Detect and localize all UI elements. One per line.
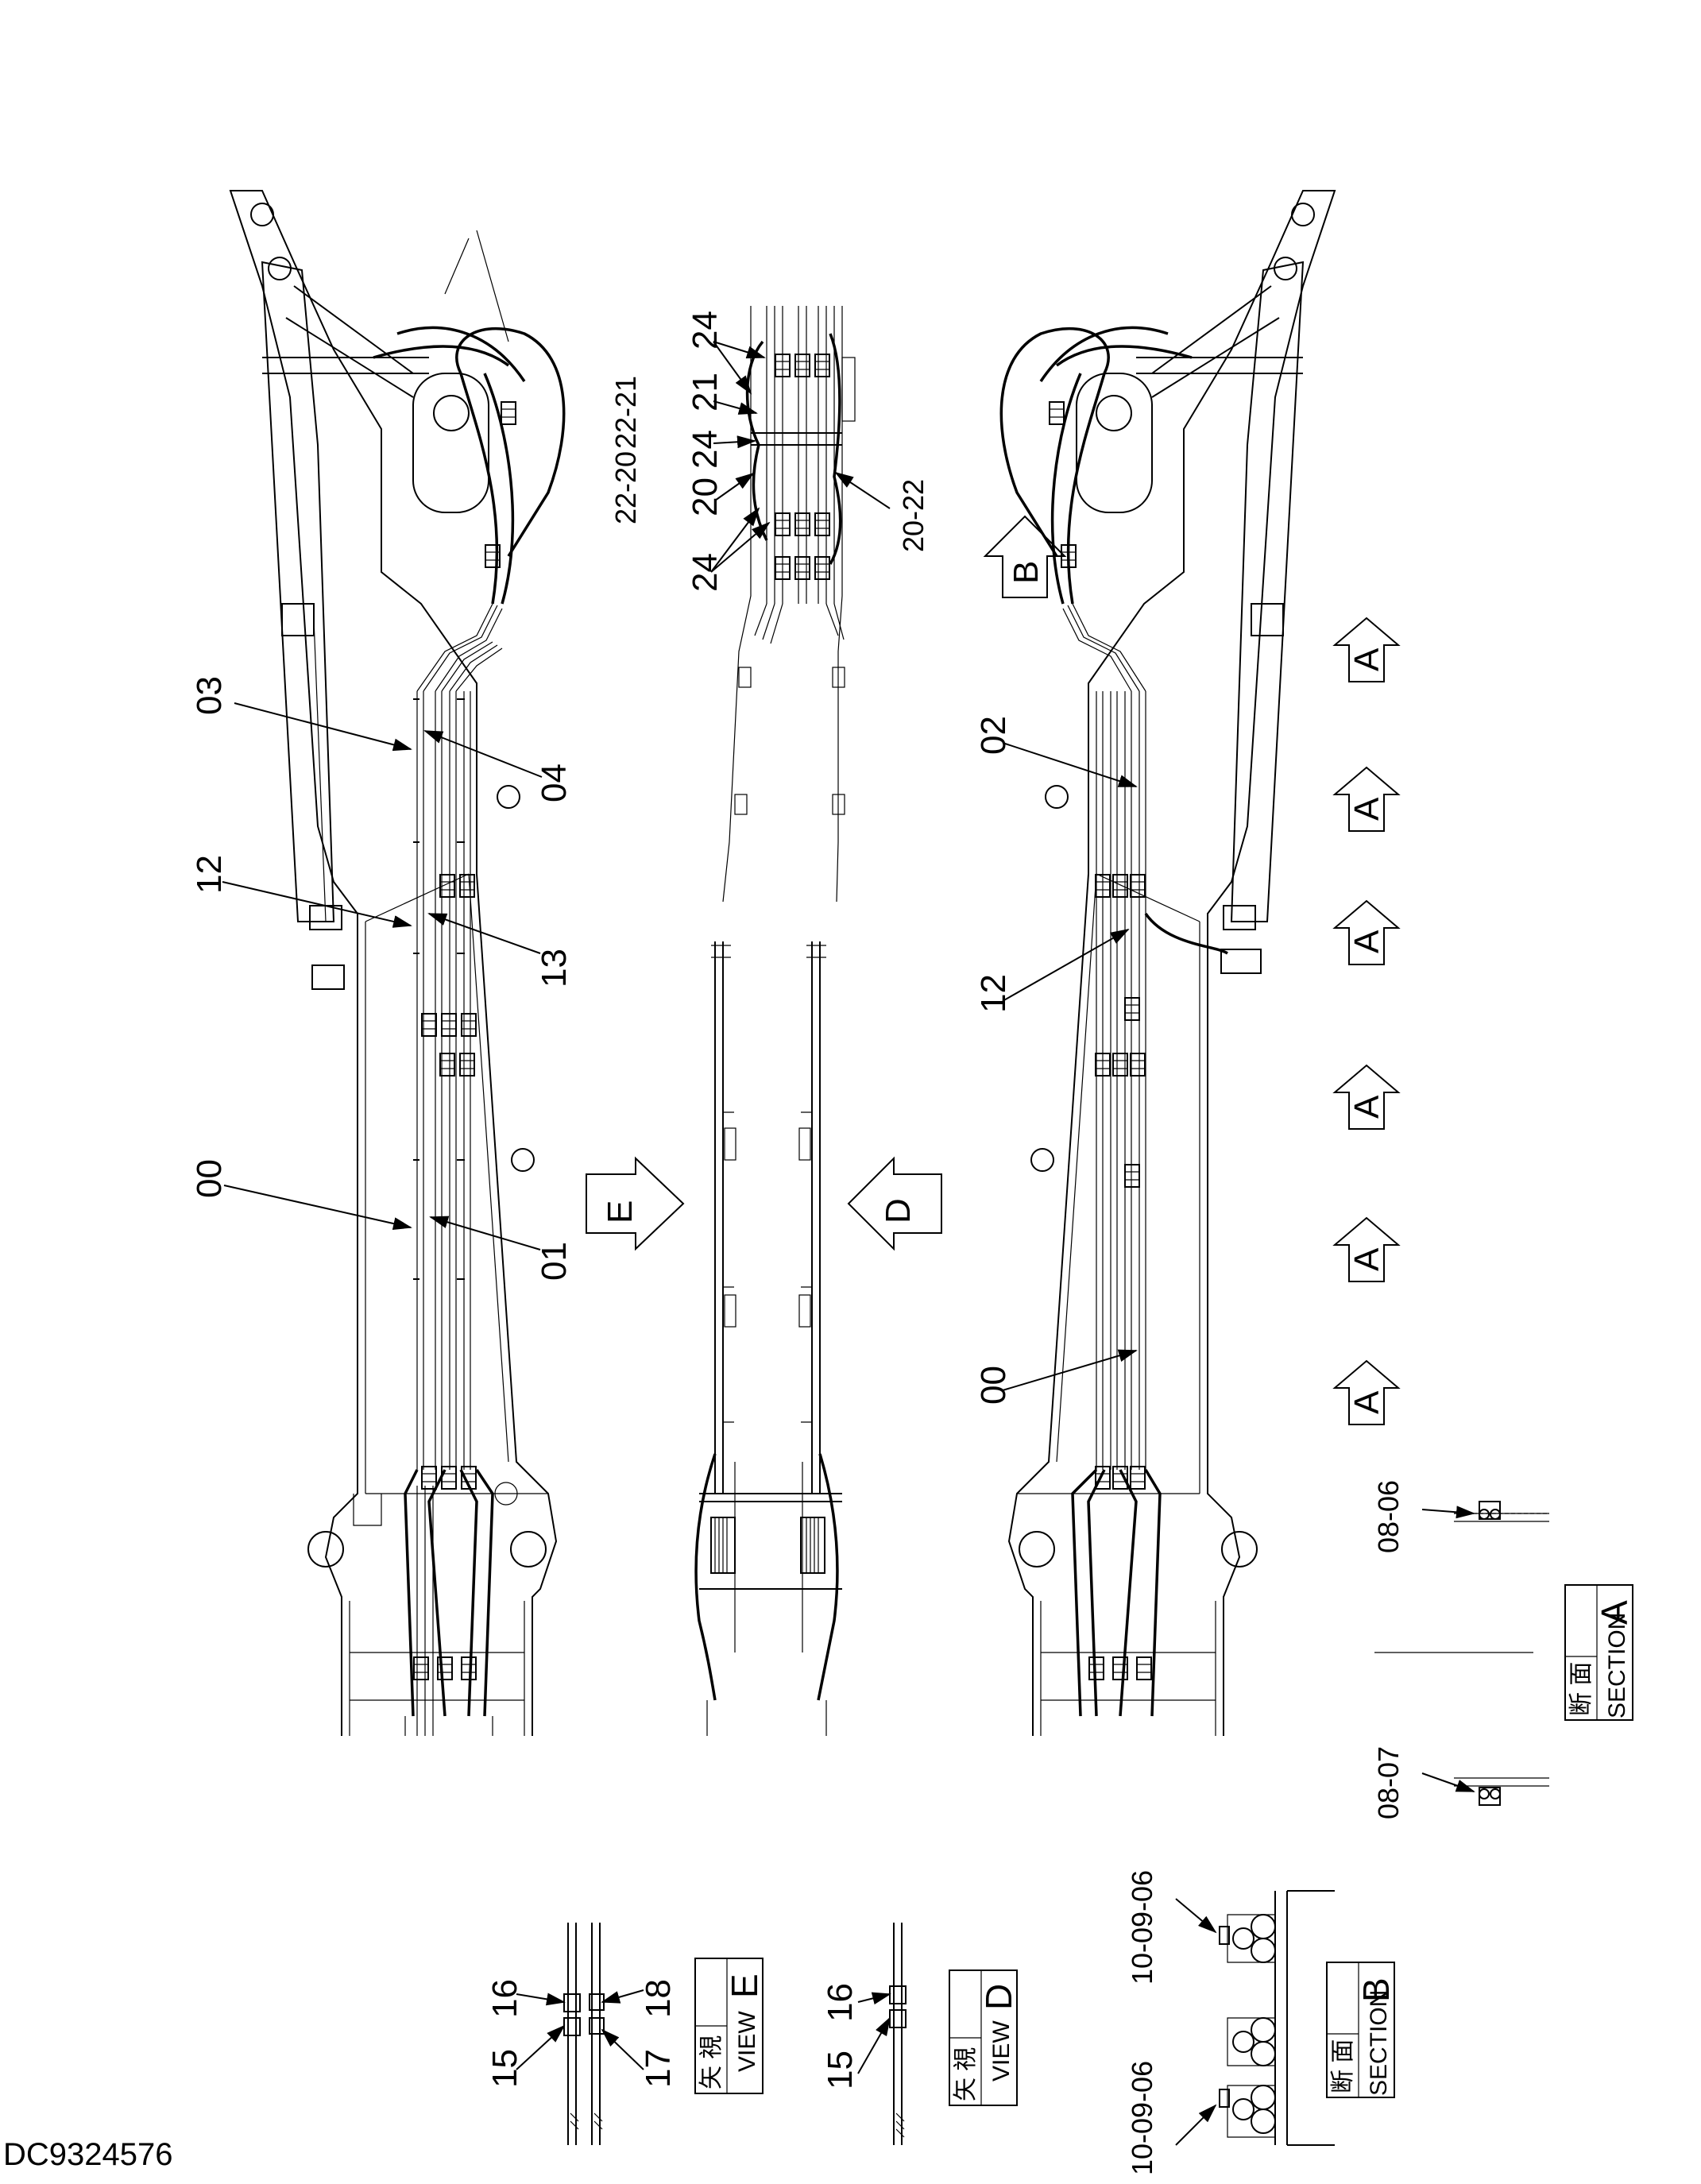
view-marker-a-4: A xyxy=(1347,1095,1386,1119)
view-marker-a-3: A xyxy=(1347,930,1386,953)
svg-text:E: E xyxy=(601,1200,640,1223)
section-a-kanji: 断 面 xyxy=(1568,1662,1595,1716)
section-a-letter: A xyxy=(1594,1600,1635,1625)
right-boom-outline xyxy=(1007,190,1336,1736)
view-marker-a-1: A xyxy=(1347,647,1386,671)
callout-04: 04 xyxy=(535,763,574,802)
callout-08-07: 08-07 xyxy=(1372,1746,1405,1819)
section-a-arrows: A A A A A A xyxy=(1332,617,1401,1425)
callout-01: 01 xyxy=(535,1242,574,1281)
section-b-letter: B xyxy=(1355,1977,1397,2002)
svg-text:D: D xyxy=(879,1198,918,1223)
legend-section-a: 断 面 SECTION A xyxy=(1564,1584,1635,1721)
right-view-callouts: 02 12 00 xyxy=(974,716,1138,1405)
left-pipe-bundle xyxy=(373,326,566,1736)
center-detail-upper: 24 22-21 21 24 22-20 20 24 20-22 xyxy=(609,306,930,903)
svg-text:B: B xyxy=(1007,561,1046,584)
callout-12-left: 12 xyxy=(190,855,229,894)
callout-15-d: 15 xyxy=(821,2051,860,2089)
callout-03: 03 xyxy=(190,676,229,715)
section-b-detail: 10-09-06 10-09-06 断 面 SECTION B xyxy=(1126,1870,1397,2175)
view-marker-a-5: A xyxy=(1347,1247,1386,1271)
callout-22-21: 22-21 xyxy=(609,376,642,449)
section-a-english: SECTION xyxy=(1604,1613,1630,1718)
right-boom-view: B 02 12 00 xyxy=(974,190,1336,1736)
callout-18-e: 18 xyxy=(639,1979,678,2018)
callout-15-e: 15 xyxy=(485,2049,524,2088)
callout-12-right: 12 xyxy=(974,974,1013,1013)
center-detail-lower xyxy=(694,941,842,1736)
callout-00-left: 00 xyxy=(190,1159,229,1198)
callout-16-d: 16 xyxy=(821,1983,860,2022)
drawing-number: DC9324576 xyxy=(3,2137,173,2172)
callout-13: 13 xyxy=(535,949,574,988)
view-d-letter: D xyxy=(978,1984,1019,2010)
left-boom-outline xyxy=(229,190,558,1736)
view-d-kanji: 矢 視 xyxy=(953,2047,979,2101)
left-view-callouts: 03 04 12 13 00 01 xyxy=(190,676,574,1281)
view-marker-e: E xyxy=(586,1156,685,1251)
callout-16-e: 16 xyxy=(485,1979,524,2018)
view-marker-d: D xyxy=(847,1156,942,1251)
callout-08-06: 08-06 xyxy=(1372,1480,1405,1553)
view-d-english: VIEW xyxy=(988,2020,1015,2082)
view-marker-a-2: A xyxy=(1347,797,1386,821)
view-e-detail: 16 15 18 17 矢 視 VIEW E xyxy=(485,1923,765,2145)
callout-10-09-06-top: 10-09-06 xyxy=(1126,1870,1158,1985)
view-marker-a-6: A xyxy=(1347,1390,1386,1414)
callout-24-b: 24 xyxy=(686,430,725,469)
callout-17-e: 17 xyxy=(639,2049,678,2088)
callout-24-c: 24 xyxy=(686,553,725,592)
section-b-kanji: 断 面 xyxy=(1330,2039,1356,2093)
callout-20: 20 xyxy=(686,477,725,516)
view-e-letter: E xyxy=(724,1973,765,1998)
view-d-detail: 16 15 矢 視 VIEW D xyxy=(821,1923,1019,2145)
callout-02: 02 xyxy=(974,716,1013,755)
section-b-english: SECTION xyxy=(1366,1990,1392,2096)
section-a-detail: 08-06 08-07 断 面 SECTION A xyxy=(1372,1480,1635,1819)
callout-24-a: 24 xyxy=(686,311,725,350)
view-e-kanji: 矢 視 xyxy=(698,2035,725,2089)
legend-view-e: 矢 視 VIEW E xyxy=(694,1958,765,2094)
callout-22-20: 22-20 xyxy=(609,451,642,524)
callout-00-right: 00 xyxy=(974,1366,1013,1405)
legend-view-d: 矢 視 VIEW D xyxy=(949,1969,1019,2106)
view-marker-b: B xyxy=(983,515,1067,598)
callout-20-22: 20-22 xyxy=(897,479,930,552)
callout-10-09-06-bottom: 10-09-06 xyxy=(1126,2061,1158,2175)
callout-21: 21 xyxy=(686,373,725,412)
view-e-english: VIEW xyxy=(734,2011,760,2072)
left-boom-view: 03 04 12 13 00 01 xyxy=(190,190,574,1736)
right-pipe-bundle xyxy=(999,326,1228,1717)
legend-section-b: 断 面 SECTION B xyxy=(1326,1962,1397,2098)
